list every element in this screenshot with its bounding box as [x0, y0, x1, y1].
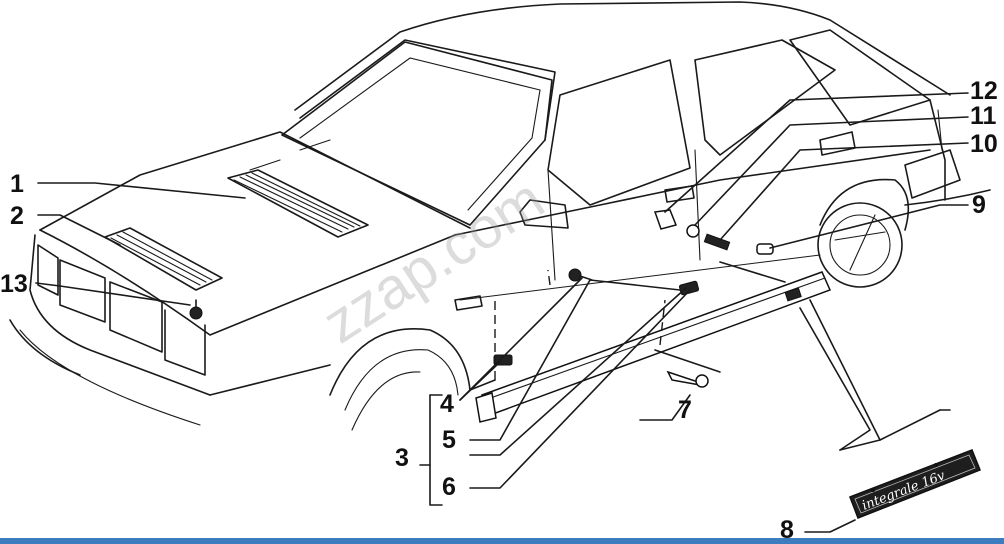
callout-10: 10 [970, 130, 998, 158]
car-outline [9, 1, 991, 431]
hood-vent-front [104, 227, 223, 291]
fastener-parts [653, 209, 774, 388]
callout-11: 11 [970, 102, 997, 130]
callout-8: 8 [780, 516, 794, 544]
hood-clip [189, 299, 203, 320]
hood-vent-rear [227, 169, 369, 238]
callout-5: 5 [442, 426, 456, 454]
bottom-bar [0, 538, 1004, 544]
callout-13: 13 [0, 270, 28, 298]
callout-7: 7 [678, 396, 692, 424]
integrale-badge: integrale 16v [849, 449, 981, 519]
callout-4: 4 [440, 390, 454, 418]
side-sill-strip [475, 271, 832, 423]
watermark: zzap.com [312, 166, 556, 356]
hidden-lines [494, 269, 666, 380]
callout-2: 2 [10, 202, 24, 230]
callout-12: 12 [970, 77, 998, 105]
callout-numbers: 1 2 13 4 5 3 6 7 8 9 10 11 12 [0, 77, 998, 544]
callout-6: 6 [442, 473, 456, 501]
callout-1: 1 [10, 170, 24, 198]
callout-9: 9 [972, 191, 986, 219]
leader-lines [35, 92, 969, 533]
callout-3: 3 [395, 444, 409, 472]
